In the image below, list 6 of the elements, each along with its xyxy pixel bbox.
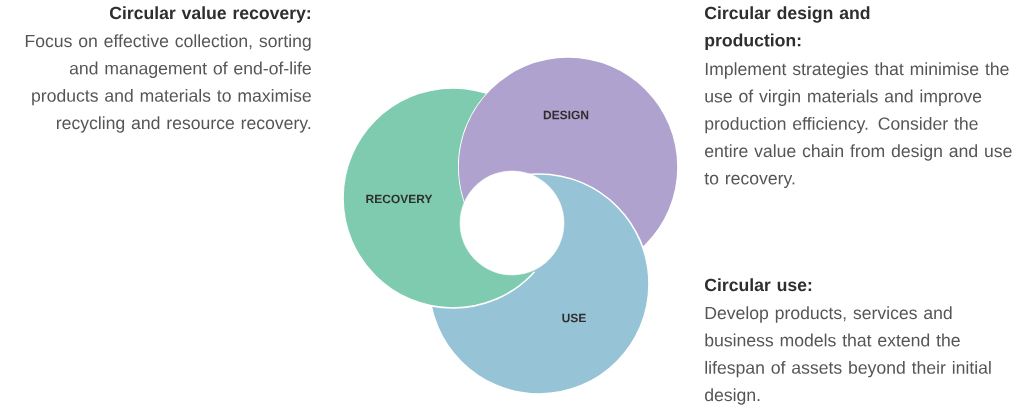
description-text: Implement strategies that minimise the use of virgin materials and improve production efficiency. Consider the entire value chain from design and use to recovery. xyxy=(704,62,1012,188)
description-text: Focus on effective collection, sorting and management of end-of-life products and materials to maximise recycling and resource recovery. xyxy=(25,34,311,133)
heading: Circular design and production: xyxy=(705,6,870,50)
description-text: Develop products, services and business models that extend the lifespan of assets beyond their initial design. xyxy=(705,306,991,405)
heading: Circular use: xyxy=(705,278,812,292)
heading: Circular value recovery: xyxy=(109,6,310,23)
